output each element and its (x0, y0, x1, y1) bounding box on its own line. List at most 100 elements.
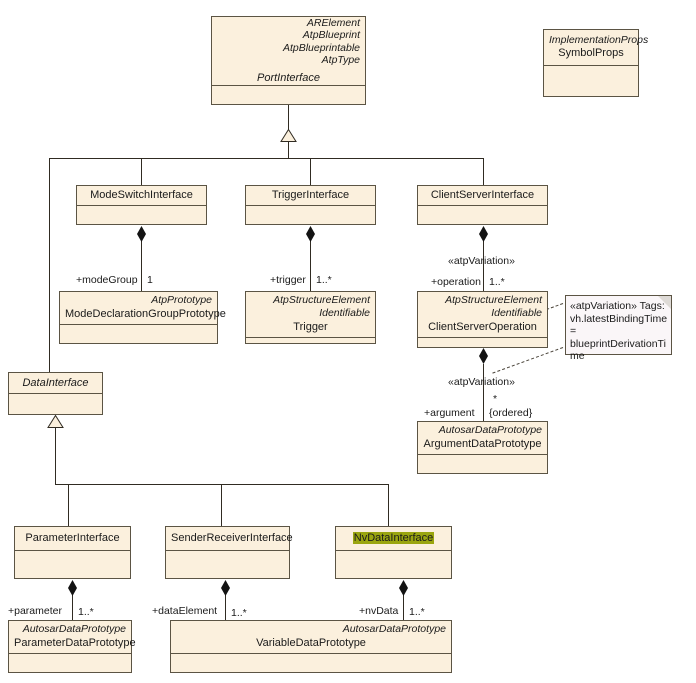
composition-diamond-icon (399, 580, 408, 596)
class-attributes-compartment (336, 551, 451, 578)
class-name: NvDataInterface (341, 531, 446, 545)
generalization-line (288, 141, 289, 158)
generalization-drop-data-interface (49, 158, 50, 372)
class-header: ARElement AtpBlueprint AtpBlueprintable … (212, 17, 365, 86)
association-multiplicity-nv-data: 1..* (409, 606, 425, 618)
composition-line-data-element (225, 595, 226, 620)
class-parameter-data-prototype[interactable]: AutosarDataPrototype ParameterDataProtot… (8, 620, 136, 673)
generalization-line-data-interface (55, 427, 56, 484)
class-attributes-compartment (77, 206, 206, 224)
stereotype-line: AtpStructureElement (273, 294, 370, 306)
class-header: NvDataInterface (336, 527, 451, 551)
association-role-mode-group: +modeGroup (76, 274, 138, 286)
composition-diamond-icon (479, 348, 488, 364)
stereotype-line: AtpBlueprint (302, 29, 360, 41)
class-sender-receiver-interface[interactable]: SenderReceiverInterface (165, 526, 293, 579)
generalization-drop-trigger (310, 158, 311, 185)
generalization-stem (288, 105, 289, 131)
composition-diamond-icon (221, 580, 230, 596)
class-nv-data-interface[interactable]: NvDataInterface (335, 526, 452, 579)
class-name: ArgumentDataPrototype (423, 437, 542, 450)
association-stereotype-argument: «atpVariation» (448, 376, 515, 388)
class-trigger-interface[interactable]: TriggerInterface (245, 185, 376, 225)
stereotype-line: AtpBlueprintable (282, 41, 360, 54)
class-header: ImplementationProps SymbolProps (544, 30, 648, 66)
class-variable-data-prototype[interactable]: AutosarDataPrototype VariableDataPrototy… (170, 620, 452, 673)
class-attributes-compartment (418, 338, 547, 347)
class-header: DataInterface (9, 373, 102, 394)
class-name: TriggerInterface (271, 189, 350, 201)
class-name: ClientServerInterface (430, 189, 535, 201)
association-multiplicity-operation: 1..* (489, 276, 505, 288)
class-name: Trigger (293, 321, 328, 333)
stereotype-line: AutosarDataPrototype (342, 623, 446, 636)
stereotype-line: AtpStructureElement (445, 294, 542, 306)
class-attributes-compartment (246, 206, 375, 224)
class-header: AutosarDataPrototype VariableDataPrototy… (171, 621, 451, 654)
stereotype-line: AtpPrototype (151, 294, 212, 307)
class-attributes-compartment (171, 654, 451, 672)
class-trigger[interactable]: AtpStructureElement Identifiable Trigger (245, 291, 376, 344)
class-header: AutosarDataPrototype ArgumentDataPrototy… (418, 422, 547, 455)
class-mode-switch-interface[interactable]: ModeSwitchInterface (76, 185, 207, 225)
class-attributes-compartment (418, 206, 547, 224)
composition-diamond-icon (306, 226, 315, 242)
generalization-drop-nv-data-interface (388, 484, 389, 526)
class-header: AtpStructureElement Identifiable Trigger (246, 292, 375, 338)
association-role-data-element: +dataElement (152, 605, 218, 617)
association-role-nv-data: +nvData (359, 605, 399, 617)
composition-diamond-icon (479, 226, 488, 242)
class-header: ModeSwitchInterface (77, 186, 206, 206)
stereotype-line: Identifiable (491, 306, 542, 319)
composition-line-trigger (310, 241, 311, 291)
composition-line-argument (483, 364, 484, 421)
association-role-operation: +operation (431, 276, 481, 288)
class-mode-declaration-group-prototype[interactable]: AtpPrototype ModeDeclarationGroupPrototy… (59, 291, 226, 344)
class-attributes-compartment (15, 551, 130, 578)
class-header: AtpPrototype ModeDeclarationGroupPrototy… (60, 292, 226, 325)
association-multiplicity-parameter: 1..* (78, 606, 94, 618)
class-name: ParameterInterface (25, 532, 120, 544)
class-header: ClientServerInterface (418, 186, 547, 206)
note-text: «atpVariation» Tags: vh.latestBindingTim… (570, 300, 668, 363)
composition-diamond-icon (137, 226, 146, 242)
class-attributes-compartment (9, 394, 102, 414)
composition-line-parameter (72, 595, 73, 620)
generalization-triangle-icon (47, 415, 64, 428)
class-name: PortInterface (257, 71, 320, 84)
class-header: AtpStructureElement Identifiable ClientS… (418, 292, 547, 338)
generalization-drop-mode-switch (141, 158, 142, 185)
composition-line-mode-group (141, 241, 142, 291)
stereotype-line: ARElement (306, 16, 360, 29)
class-port-interface[interactable]: ARElement AtpBlueprint AtpBlueprintable … (211, 16, 366, 105)
generalization-drop-client-server (483, 158, 484, 185)
class-name: ClientServerOperation (428, 321, 537, 333)
association-multiplicity-trigger: 1..* (316, 274, 332, 286)
composition-diamond-icon (68, 580, 77, 596)
generalization-bus (49, 158, 484, 159)
note-anchor-line-argument (492, 347, 564, 374)
association-role-parameter: +parameter (8, 605, 62, 617)
association-role-trigger: +trigger (270, 274, 306, 286)
class-data-interface[interactable]: DataInterface (8, 372, 103, 415)
class-attributes-compartment (9, 654, 131, 672)
generalization-drop-sender-receiver-interface (221, 484, 222, 526)
stereotype-line: AutosarDataPrototype (438, 424, 542, 437)
class-name: ModeSwitchInterface (90, 189, 193, 201)
class-name: DataInterface (22, 376, 89, 389)
association-role-argument: +argument (424, 407, 475, 419)
class-parameter-interface[interactable]: ParameterInterface (14, 526, 131, 579)
class-client-server-interface[interactable]: ClientServerInterface (417, 185, 548, 225)
class-client-server-operation[interactable]: AtpStructureElement Identifiable ClientS… (417, 291, 548, 348)
class-header: AutosarDataPrototype ParameterDataProtot… (9, 621, 136, 654)
stereotype-line: AtpType (321, 54, 360, 66)
uml-note-atp-variation[interactable]: «atpVariation» Tags: vh.latestBindingTim… (565, 295, 672, 362)
class-name: SymbolProps (558, 47, 624, 60)
association-constraint-argument: {ordered} (489, 407, 533, 419)
class-argument-data-prototype[interactable]: AutosarDataPrototype ArgumentDataPrototy… (417, 421, 548, 474)
association-multiplicity-data-element: 1..* (231, 607, 247, 619)
composition-line-nv-data (403, 595, 404, 620)
class-symbol-props[interactable]: ImplementationProps SymbolProps (543, 29, 648, 97)
class-attributes-compartment (166, 551, 289, 578)
